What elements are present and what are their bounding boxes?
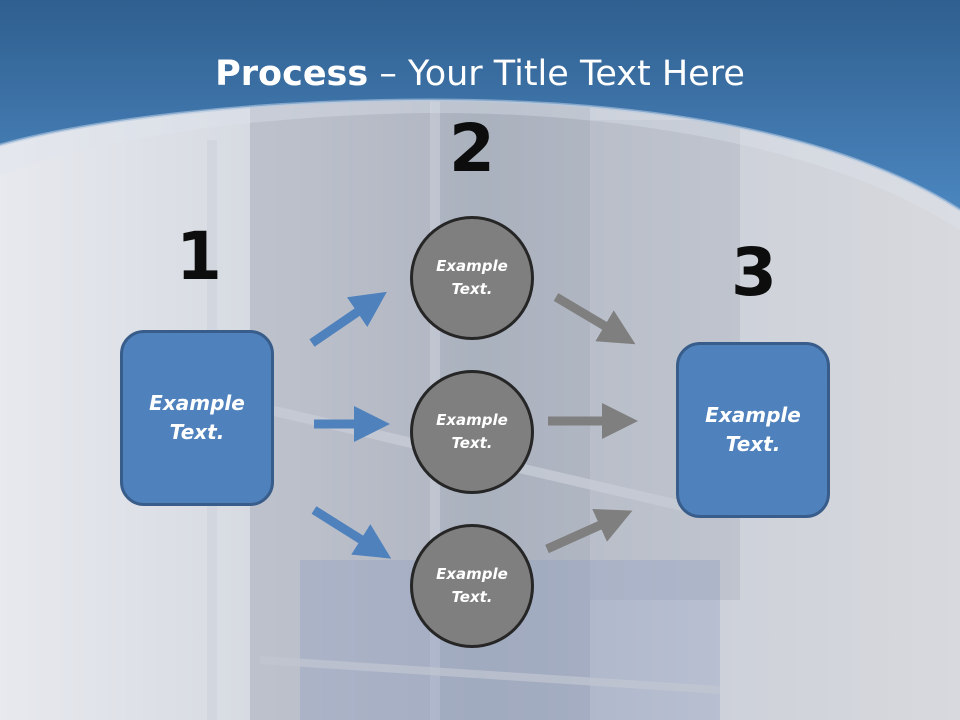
photo-rail-bottom xyxy=(259,656,721,694)
step-1-text: Example Text. xyxy=(149,391,245,444)
slide-title: Process – Your Title Text Here xyxy=(0,52,960,96)
header-glow xyxy=(0,100,960,230)
arrow-1-to-2-bottom xyxy=(311,506,392,559)
step-2-circle-top: Example Text. xyxy=(410,216,534,340)
step-2-circle-middle: Example Text. xyxy=(410,370,534,494)
step-1-box: Example Text. xyxy=(120,330,274,506)
arrow-2-bottom-to-3 xyxy=(545,508,633,554)
title-bold: Process xyxy=(215,54,369,94)
header-band xyxy=(0,0,960,210)
step-2-circle-top-text: Example Text. xyxy=(436,257,508,298)
arrow-2-top-to-3 xyxy=(553,293,636,345)
title-rest: – Your Title Text Here xyxy=(368,54,745,94)
step-3-box: Example Text. xyxy=(676,342,830,518)
step-2-circle-bottom: Example Text. xyxy=(410,524,534,648)
arrow-1-to-2-top xyxy=(309,291,387,347)
header-highlight xyxy=(0,98,960,212)
step-2-circle-bottom-text: Example Text. xyxy=(436,565,508,606)
step-2-number: 2 xyxy=(449,110,495,187)
step-1-number: 1 xyxy=(176,218,222,295)
step-2-circle-middle-text: Example Text. xyxy=(436,411,508,452)
step-3-text: Example Text. xyxy=(705,403,801,456)
step-3-number: 3 xyxy=(731,234,777,311)
